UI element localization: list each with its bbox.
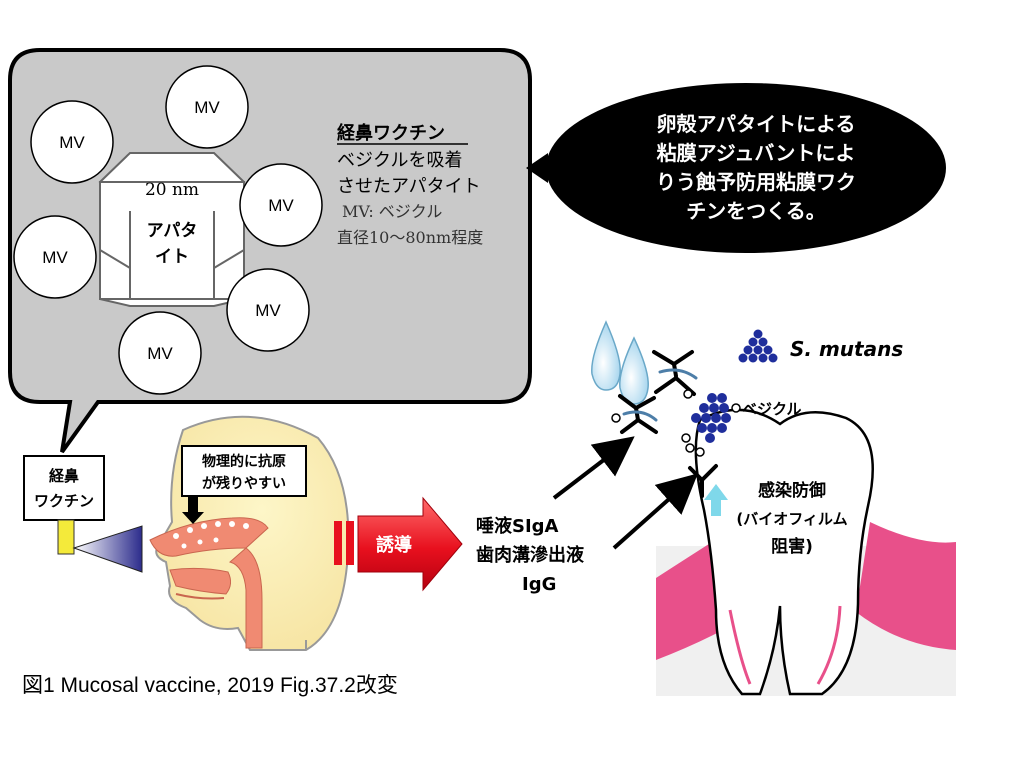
callout-note-line1: MV: ベジクル: [342, 202, 442, 221]
spray-cone: [72, 525, 143, 573]
defense-line3: 阻害): [771, 536, 813, 557]
defense-arrow: [704, 484, 728, 516]
vesicle-label: MV: [42, 248, 68, 267]
callout-desc-line2: させたアパタイト: [337, 176, 481, 197]
small-vesicles: [611, 389, 741, 457]
vesicle-circle: [118, 311, 202, 395]
goal-text-line2: 粘膜アジュバントによ: [657, 141, 856, 165]
head-note-line2: が残りやすい: [202, 475, 286, 492]
nasal-label-line2: ワクチン: [34, 492, 94, 510]
goal-text-line4: チンをつくる。: [686, 199, 826, 223]
goal-text-line3: りう蝕予防用粘膜ワク: [656, 170, 856, 194]
induce-label: 誘導: [376, 534, 412, 556]
antibody-line3: IgG: [522, 574, 556, 595]
goal-ellipse: [546, 83, 946, 253]
head-note-box: [181, 445, 307, 497]
vesicle-label: MV: [268, 196, 294, 215]
callout-note-line2: 直径10〜80nm程度: [337, 228, 483, 247]
vesicle-legend-label: ベジクル: [742, 400, 802, 418]
vesicle-circle: [165, 65, 249, 149]
vesicle-circle: [30, 100, 114, 184]
gcf-arrow: [612, 473, 698, 550]
vesicle-circle: [226, 268, 310, 352]
callout-title: 経鼻ワクチン: [337, 122, 445, 144]
saliva-droplets: [591, 320, 649, 405]
defense-line2: (バイオフィルム: [736, 510, 847, 528]
crystal-size-label: 20 nm: [145, 180, 199, 200]
vesicle-label: MV: [59, 133, 85, 152]
apatite-crystal: [98, 152, 246, 307]
vesicle-label: MV: [147, 344, 173, 363]
antibody-icons: [618, 350, 718, 498]
vesicle-circles: [13, 65, 323, 395]
crystal-label-line2: イト: [155, 247, 189, 267]
crystal-label-line1: アパタ: [147, 221, 198, 241]
head-note-line1: 物理的に抗原: [202, 453, 286, 470]
nasal-label-line1: 経鼻: [49, 467, 79, 485]
tooth-scene: [656, 408, 956, 696]
defense-line1: 感染防御: [758, 480, 826, 501]
bacteria-cluster-main: [691, 393, 731, 443]
vesicle-label: MV: [194, 98, 220, 117]
goal-arrow: [526, 153, 575, 183]
bacteria-cluster-legend: [738, 329, 778, 363]
vesicle-circle: [239, 163, 323, 247]
antibody-line1: 唾液SIgA: [476, 515, 559, 537]
callout-desc-line1: ベジクルを吸着: [337, 150, 462, 171]
saliva-arrow: [552, 436, 635, 500]
bacteria-label: S. mutans: [790, 337, 903, 361]
vesicle-circle: [13, 215, 97, 299]
antibody-line2: 歯肉溝滲出液: [476, 544, 585, 566]
induce-arrow: [334, 496, 463, 592]
goal-text-line1: 卵殻アパタイトによる: [657, 112, 856, 136]
head-note-arrow: [182, 497, 204, 524]
spray-nozzle: [57, 519, 75, 555]
figure-caption: 図1 Mucosal vaccine, 2019 Fig.37.2改変: [22, 674, 398, 697]
vesicle-label: MV: [255, 301, 281, 320]
nasal-vaccine-box: [23, 455, 105, 521]
